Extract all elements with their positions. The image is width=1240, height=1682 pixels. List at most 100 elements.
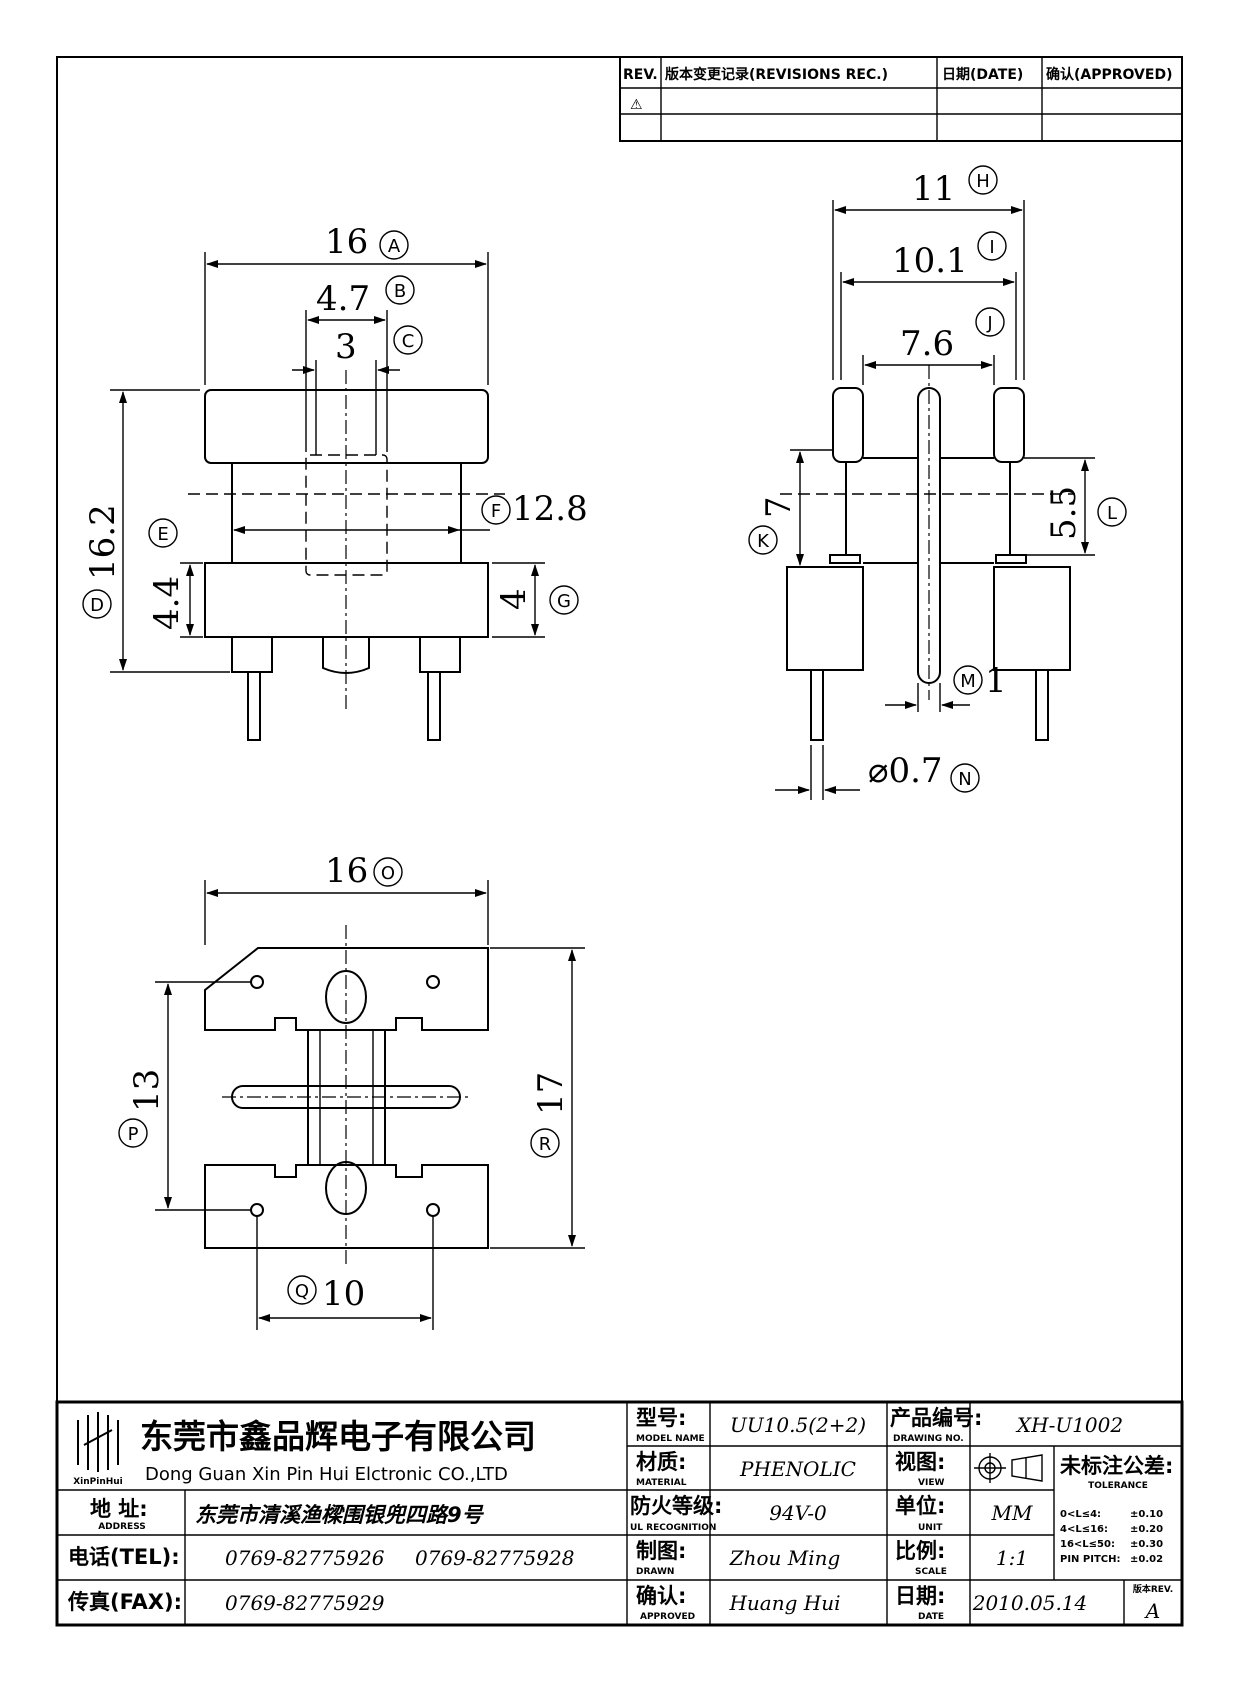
- view-label-en: VIEW: [918, 1478, 944, 1488]
- side-view: 11 H 10.1 I 7.6 J 7 K 5.5 L: [748, 165, 1127, 800]
- dim-b-label: B: [394, 281, 406, 302]
- model-label: 型号:: [636, 1406, 686, 1430]
- drawing-no-value: XH-U1002: [1015, 1413, 1123, 1437]
- scale-value: 1:1: [996, 1546, 1028, 1570]
- company-logo: XinPinHui: [73, 1412, 123, 1487]
- rev-marker-icon: ⚠: [630, 97, 643, 113]
- approved-label: 确认:: [636, 1584, 686, 1608]
- dim-p-label: P: [128, 1124, 139, 1145]
- address-value: 东莞市清溪渔樑围银兜四路9号: [195, 1503, 485, 1527]
- drawing-no-label-en: DRAWING NO.: [893, 1434, 964, 1444]
- tolerance-value-3: ±0.30: [1130, 1539, 1163, 1550]
- scale-label: 比例:: [895, 1539, 945, 1563]
- tolerance-value-1: ±0.10: [1130, 1509, 1163, 1520]
- dim-q-value: 10: [322, 1274, 365, 1314]
- tel-2: 0769-82775928: [415, 1546, 574, 1570]
- dim-a-label: A: [388, 236, 401, 257]
- model-value: UU10.5(2+2): [730, 1413, 866, 1437]
- title-block: XinPinHui 东莞市鑫品辉电子有限公司 Dong Guan Xin Pin…: [55, 1400, 1184, 1627]
- ul-value: 94V-0: [769, 1501, 827, 1525]
- dim-g-value: 4: [494, 588, 534, 610]
- material-value: PHENOLIC: [739, 1457, 856, 1481]
- company-name-cn: 东莞市鑫品辉电子有限公司: [140, 1417, 536, 1456]
- tolerance-value-2: ±0.20: [1130, 1524, 1163, 1535]
- dim-d-value: 16.2: [83, 504, 123, 580]
- revisions-header: 版本变更记录(REVISIONS REC.): [665, 66, 888, 83]
- view-label: 视图:: [895, 1450, 945, 1474]
- date-value: 2010.05.14: [972, 1591, 1088, 1615]
- dim-o-label: O: [381, 863, 395, 884]
- tolerance-range-4: PIN PITCH:: [1060, 1554, 1120, 1565]
- dim-f-value: 12.8: [512, 489, 588, 529]
- drawn-value: Zhou Ming: [729, 1546, 841, 1570]
- date-label: 日期:: [895, 1584, 945, 1608]
- unit-label-en: UNIT: [918, 1523, 943, 1533]
- approved-label-en: APPROVED: [640, 1612, 695, 1622]
- dim-q-label: Q: [295, 1281, 309, 1302]
- approved-value: Huang Hui: [728, 1591, 840, 1615]
- drawn-label-en: DRAWN: [636, 1567, 674, 1577]
- revision-block: REV. 版本变更记录(REVISIONS REC.) 日期(DATE) 确认(…: [619, 56, 1183, 142]
- drawing-no-label: 产品编号:: [890, 1406, 982, 1430]
- dim-e-value: 4.4: [147, 576, 187, 630]
- tolerance-range-2: 4<L≤16:: [1060, 1524, 1108, 1535]
- approved-header: 确认(APPROVED): [1046, 66, 1172, 83]
- dim-k-label: K: [757, 531, 770, 552]
- bottom-view: 16 O 13 P Q 10 17 R: [118, 851, 585, 1330]
- sheet-border: [56, 56, 1183, 1626]
- unit-label: 单位:: [895, 1494, 945, 1518]
- dim-j-value: 7.6: [900, 324, 954, 364]
- dim-i-value: 10.1: [892, 241, 968, 281]
- drawn-label: 制图:: [636, 1539, 686, 1563]
- dim-l-label: L: [1107, 503, 1117, 524]
- dim-h-value: 11: [912, 169, 955, 209]
- address-label: 地 址:: [90, 1497, 148, 1521]
- tolerance-range-3: 16<L≤50:: [1060, 1539, 1115, 1550]
- dim-m-value: 1: [985, 661, 1007, 701]
- rev-header: REV.: [623, 67, 658, 83]
- rev-value: A: [1144, 1599, 1160, 1623]
- unit-value: MM: [991, 1501, 1033, 1525]
- dim-j-label: J: [986, 313, 992, 334]
- front-view: 16 A 4.7 B 3 C 16.2 D 4.4 E F 1: [82, 222, 588, 741]
- dim-c-label: C: [402, 331, 415, 352]
- ul-label: 防火等级:: [630, 1494, 722, 1518]
- projection-symbol-icon: [974, 1453, 1043, 1483]
- date-label-en: DATE: [918, 1612, 944, 1622]
- dim-m-label: M: [960, 671, 976, 692]
- logo-text: XinPinHui: [73, 1477, 123, 1487]
- dim-r-value: 17: [531, 1072, 571, 1115]
- dim-a-value: 16: [325, 222, 368, 262]
- dim-d-label: D: [90, 595, 104, 616]
- material-label-en: MATERIAL: [636, 1478, 687, 1488]
- address-label-en: ADDRESS: [98, 1522, 146, 1532]
- model-label-en: MODEL NAME: [636, 1434, 705, 1444]
- dim-n-label: N: [958, 769, 971, 790]
- date-header: 日期(DATE): [942, 67, 1023, 83]
- scale-label-en: SCALE: [915, 1567, 947, 1577]
- dim-k-value: 7: [759, 496, 799, 518]
- dim-l-value: 5.5: [1044, 486, 1084, 540]
- dim-h-label: H: [976, 171, 990, 192]
- company-name-en: Dong Guan Xin Pin Hui Elctronic CO.,LTD: [145, 1464, 508, 1485]
- tel-1: 0769-82775926: [225, 1546, 385, 1570]
- tolerance-title: 未标注公差:: [1060, 1454, 1173, 1478]
- dim-c-value: 3: [335, 327, 357, 367]
- dim-g-label: G: [557, 591, 571, 612]
- dim-b-value: 4.7: [316, 279, 370, 319]
- fax-label: 传真(FAX):: [67, 1590, 182, 1614]
- dim-n-value: ⌀0.7: [868, 751, 943, 791]
- tolerance-range-1: 0<L≤4:: [1060, 1509, 1101, 1520]
- rev-label: 版本REV.: [1132, 1583, 1173, 1595]
- tolerance-value-4: ±0.02: [1130, 1554, 1163, 1565]
- fax-value: 0769-82775929: [225, 1591, 385, 1615]
- dim-f-label: F: [491, 501, 501, 522]
- ul-label-en: UL RECOGNITION: [630, 1523, 716, 1533]
- tel-label: 电话(TEL):: [68, 1545, 180, 1569]
- material-label: 材质:: [636, 1450, 686, 1474]
- tolerance-title-en: TOLERANCE: [1088, 1481, 1148, 1491]
- dim-o-value: 16: [325, 851, 368, 891]
- dim-e-label: E: [157, 524, 168, 545]
- dim-p-value: 13: [127, 1069, 167, 1112]
